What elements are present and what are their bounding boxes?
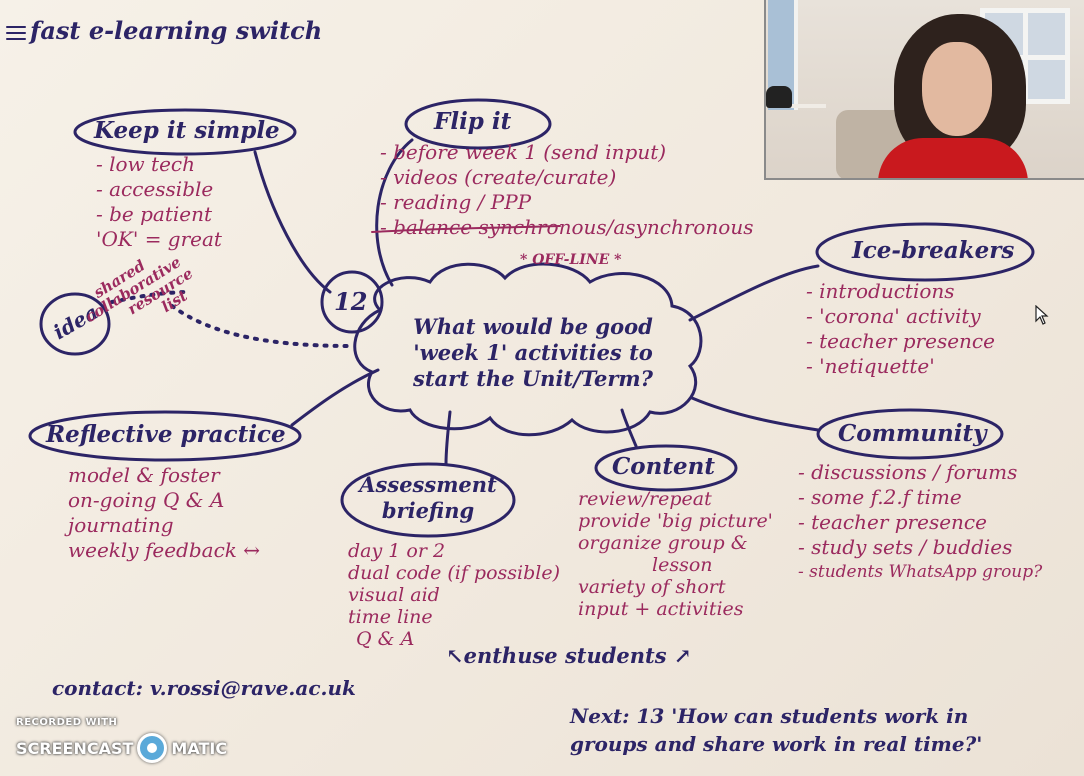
center-question-line: What would be good: [413, 314, 653, 339]
keep-it-simple-bubble: [73, 108, 297, 156]
line-reflective: [290, 368, 380, 427]
reflective-practice-heading: Reflective practice: [46, 421, 286, 448]
list-item: on-going Q & A: [68, 488, 225, 512]
list-item: visual aid: [348, 584, 440, 606]
list-item: - reading / PPP: [380, 190, 532, 214]
community-heading: Community: [838, 420, 987, 447]
webcam-overlay: [764, 0, 1084, 180]
webcam-shelf: [766, 104, 826, 108]
line-flip-it: [375, 138, 414, 287]
enthuse-students: ↖enthuse students ↗: [446, 643, 692, 668]
community-list: - discussions / forums - some f.2.f time…: [798, 460, 1042, 585]
page-title: fast e-learning switch: [30, 16, 323, 45]
list-item: 'OK' = great: [96, 227, 222, 251]
list-item: - teacher presence: [806, 329, 995, 353]
content-list: review/repeat provide 'big picture' orga…: [578, 488, 773, 620]
list-item: - teacher presence: [798, 510, 987, 534]
contact-line: contact: v.rossi@rave.ac.uk: [52, 676, 356, 700]
watermark-brand-right: MATIC: [171, 738, 228, 758]
assessment-briefing-heading: Assessment briefing: [358, 472, 498, 524]
list-item: - low tech: [96, 152, 195, 176]
presenter-body: [878, 138, 1028, 178]
list-item: model & foster: [68, 463, 220, 487]
reflective-practice-bubble: [28, 410, 302, 462]
list-item: - study sets / buddies: [798, 535, 1013, 559]
ice-breakers-bubble: [815, 222, 1035, 282]
list-item: dual code (if possible): [348, 562, 561, 584]
reflective-practice-list: model & foster on-going Q & A journating…: [68, 463, 260, 563]
next-episode: Next: 13 'How can students work in group…: [570, 702, 982, 758]
line-assessment: [444, 410, 452, 466]
screencast-logo-icon: [137, 733, 168, 763]
list-item: - some f.2.f time: [798, 485, 962, 509]
idea-bubble: [39, 292, 111, 356]
center-question-line: 'week 1' activities to: [413, 340, 653, 365]
mouse-cursor-icon: [1035, 305, 1049, 325]
ice-breakers-list: - introductions - 'corona' activity - te…: [806, 279, 995, 379]
episode-number-circle: [320, 270, 384, 334]
next-line: groups and share work in real time?': [570, 732, 983, 756]
list-item: - 'netiquette': [806, 354, 935, 378]
list-item: journating: [68, 513, 174, 537]
list-item: - accessible: [96, 177, 214, 201]
community-bubble: [816, 408, 1004, 460]
episode-number: 12: [334, 287, 368, 316]
list-item: Q & A: [356, 628, 415, 650]
list-item: - discussions / forums: [798, 460, 1018, 484]
list-item: weekly feedback ↔: [68, 538, 261, 562]
screencast-watermark: SCREENCAST MATIC: [16, 733, 228, 763]
line-ice-breakers: [688, 264, 820, 322]
heading-line: briefing: [381, 498, 475, 523]
flip-it-heading: Flip it: [434, 108, 512, 135]
list-item: - introductions: [806, 279, 955, 303]
list-item: - students WhatsApp group?: [798, 562, 1043, 582]
presenter-face: [922, 42, 992, 136]
flip-it-list: - before week 1 (send input) - videos (c…: [380, 140, 754, 240]
list-item: - videos (create/curate): [380, 165, 617, 189]
center-question: What would be good 'week 1' activities t…: [388, 314, 678, 392]
line-content: [620, 408, 638, 448]
list-item: day 1 or 2: [348, 540, 446, 562]
menu-lines-icon: [6, 26, 26, 42]
keep-it-simple-heading: Keep it simple: [94, 117, 280, 144]
keep-it-simple-list: - low tech - accessible - be patient 'OK…: [96, 152, 222, 252]
assessment-briefing-bubble: [340, 462, 516, 538]
assessment-briefing-list: day 1 or 2 dual code (if possible) visua…: [348, 540, 560, 650]
ice-breakers-heading: Ice-breakers: [852, 237, 1015, 264]
line-community: [690, 396, 820, 432]
content-bubble: [594, 444, 738, 492]
next-line: Next: 13 'How can students work in: [570, 704, 969, 728]
reading-underline: [371, 225, 561, 233]
list-item: time line: [348, 606, 433, 628]
line-idea-1: [110, 290, 192, 304]
watermark-brand-left: SCREENCAST: [16, 738, 134, 758]
content-heading: Content: [612, 453, 715, 480]
line-keep-simple: [253, 150, 332, 294]
offline-note: * OFF-LINE *: [520, 252, 622, 268]
list-item: organize group &: [578, 532, 748, 554]
list-item: - 'corona' activity: [806, 304, 981, 328]
line-idea-2: [170, 304, 352, 348]
list-item: - before week 1 (send input): [380, 140, 667, 164]
list-item: input + activities: [578, 598, 744, 620]
list-item: review/repeat: [578, 488, 712, 510]
flip-it-bubble: [404, 98, 552, 150]
center-question-line: start the Unit/Term?: [413, 366, 653, 391]
list-item: - be patient: [96, 202, 213, 226]
webcam-bag: [766, 86, 792, 108]
list-item: variety of short: [578, 576, 726, 598]
heading-line: Assessment: [359, 472, 497, 497]
list-item: lesson: [652, 554, 713, 576]
center-cloud-outline: [353, 262, 703, 437]
recorded-with-label: RECORDED WITH: [16, 717, 118, 728]
list-item: - balance synchronous/asynchronous: [380, 215, 754, 239]
list-item: provide 'big picture': [578, 510, 773, 532]
